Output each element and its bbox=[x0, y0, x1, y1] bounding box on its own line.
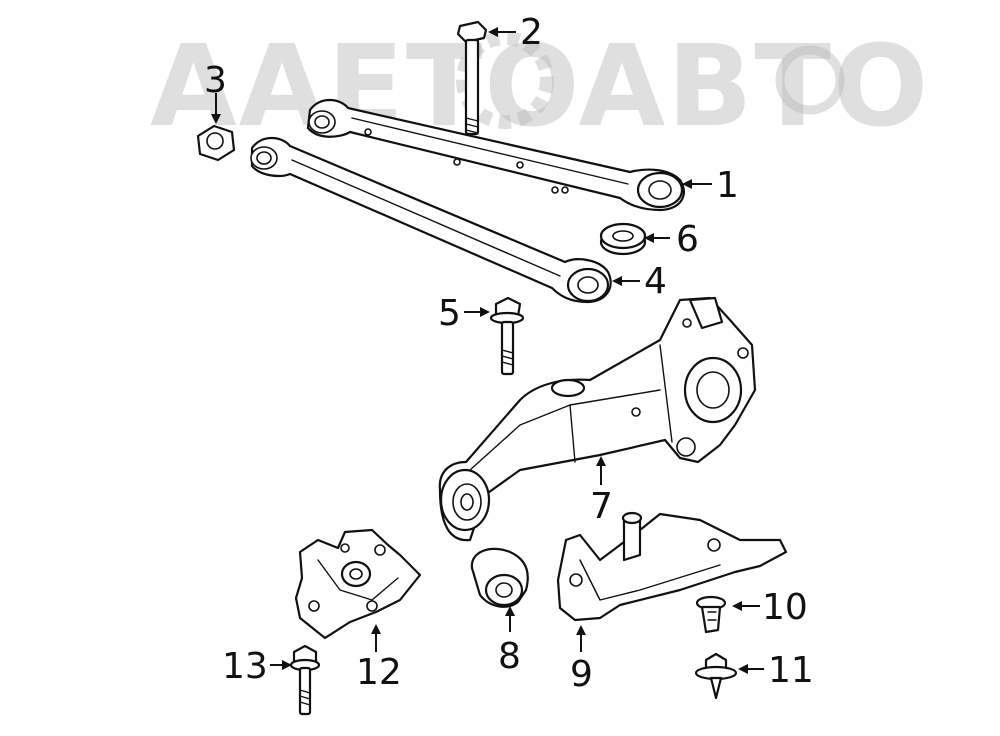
arrow-4-icon bbox=[612, 276, 622, 286]
arrow-10-icon bbox=[732, 601, 742, 611]
callout-1[interactable]: 1 bbox=[716, 165, 739, 206]
callout-10[interactable]: 10 bbox=[762, 587, 808, 628]
arrow-2-icon bbox=[488, 27, 498, 37]
arrow-7-icon bbox=[596, 456, 606, 466]
part-hex-nut[interactable] bbox=[196, 124, 236, 162]
callout-2[interactable]: 2 bbox=[520, 12, 543, 53]
part-screw[interactable] bbox=[694, 652, 738, 700]
callout-6[interactable]: 6 bbox=[676, 219, 699, 260]
watermark-gear-icon bbox=[456, 31, 554, 129]
callout-12[interactable]: 12 bbox=[356, 652, 402, 693]
callout-leaders bbox=[211, 27, 764, 674]
callout-labels: 1 2 3 4 5 6 7 8 9 10 11 12 13 bbox=[204, 12, 814, 695]
arrow-6-icon bbox=[644, 233, 654, 243]
part-washer[interactable] bbox=[599, 222, 647, 256]
arrow-5-icon bbox=[480, 307, 490, 317]
part-trailing-arm-knuckle[interactable] bbox=[438, 296, 757, 542]
arrow-1-icon bbox=[682, 179, 692, 189]
part-lower-control-arm[interactable] bbox=[250, 136, 612, 304]
part-upper-control-arm[interactable] bbox=[306, 98, 685, 212]
part-clip[interactable] bbox=[695, 595, 727, 634]
watermark-ring-icon bbox=[775, 45, 845, 115]
callout-9[interactable]: 9 bbox=[570, 654, 593, 695]
part-bushing[interactable] bbox=[470, 547, 529, 608]
callout-11[interactable]: 11 bbox=[768, 650, 814, 691]
arrow-9-icon bbox=[576, 625, 586, 635]
part-bolt-medium[interactable] bbox=[489, 296, 525, 376]
callout-13[interactable]: 13 bbox=[222, 646, 268, 687]
callout-8[interactable]: 8 bbox=[498, 636, 521, 677]
part-bolt-short[interactable] bbox=[289, 644, 321, 716]
part-mount-bracket[interactable] bbox=[294, 528, 422, 640]
arrow-11-icon bbox=[738, 664, 748, 674]
arrow-3-icon bbox=[211, 114, 221, 124]
watermark-logo: AAETOABTO bbox=[150, 22, 930, 152]
arrow-8-icon bbox=[505, 606, 515, 616]
part-spring-seat[interactable] bbox=[556, 511, 788, 622]
callout-3[interactable]: 3 bbox=[204, 60, 227, 101]
callout-5[interactable]: 5 bbox=[438, 293, 461, 334]
arrow-12-icon bbox=[371, 624, 381, 634]
callout-7[interactable]: 7 bbox=[590, 486, 613, 527]
callout-4[interactable]: 4 bbox=[644, 261, 667, 302]
watermark-text: AAETOABTO bbox=[150, 22, 930, 152]
part-bolt-long[interactable] bbox=[456, 20, 488, 136]
arrow-13-icon bbox=[282, 660, 292, 670]
